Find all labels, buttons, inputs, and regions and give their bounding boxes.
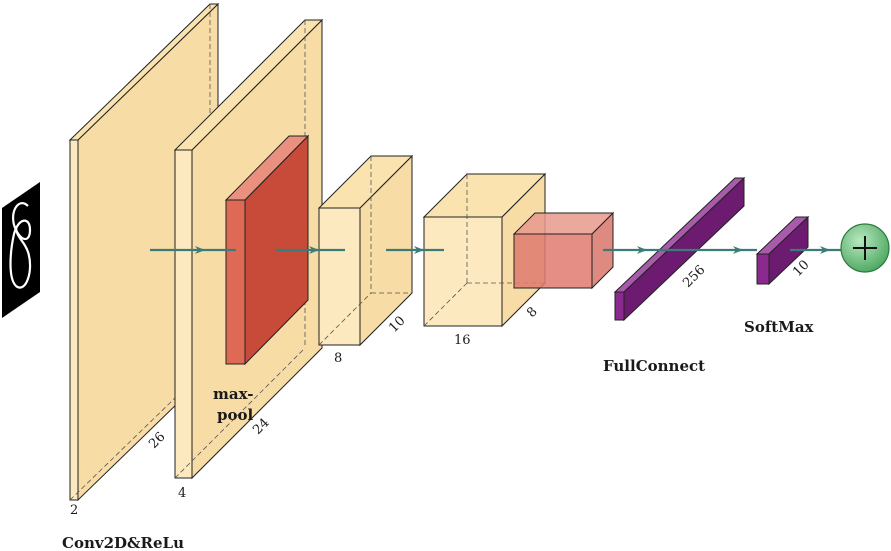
- layer-1-depth-label: 2: [70, 503, 78, 518]
- input-image: [2, 182, 40, 318]
- conv-layer-1-front: [69, 139, 79, 501]
- layer-3-depth-label: 8: [334, 351, 342, 366]
- layer-1-height-label: 26: [146, 430, 168, 452]
- pool-block-2-front: [513, 233, 593, 289]
- layer-4-depth-label: 16: [454, 333, 471, 348]
- input-image-background: [2, 182, 40, 318]
- conv-layer-2-front: [174, 149, 193, 479]
- caption-maxpool-line2: pool: [217, 406, 253, 424]
- layer-4-height-label: 8: [524, 304, 540, 320]
- conv-layer-1-top: [68, 3, 220, 141]
- conv-layer-2-top: [173, 19, 324, 151]
- fc-layer-1-front: [614, 291, 625, 321]
- layer-2-height-label: 24: [250, 416, 272, 438]
- fc-1-size-label: 256: [680, 263, 708, 291]
- fc-layer-2-front: [756, 253, 770, 285]
- caption-softmax: SoftMax: [744, 318, 815, 336]
- maxpool-front: [225, 199, 246, 365]
- caption-maxpool-line1: max-: [213, 385, 254, 403]
- conv-layer-4-front: [423, 216, 503, 327]
- conv-layer-3-front: [318, 207, 361, 346]
- fc-layer-1-top: [613, 177, 746, 293]
- layer-2-depth-label: 4: [178, 486, 186, 501]
- fc-layer-2: [755, 215, 810, 286]
- pool-block-2: [512, 211, 615, 290]
- sum-node: [840, 223, 890, 273]
- caption-conv: Conv2D&ReLu: [62, 534, 184, 551]
- caption-fullconnect: FullConnect: [603, 357, 705, 375]
- digit-eight-icon: [9, 202, 32, 289]
- layer-3-height-label: 10: [386, 314, 408, 336]
